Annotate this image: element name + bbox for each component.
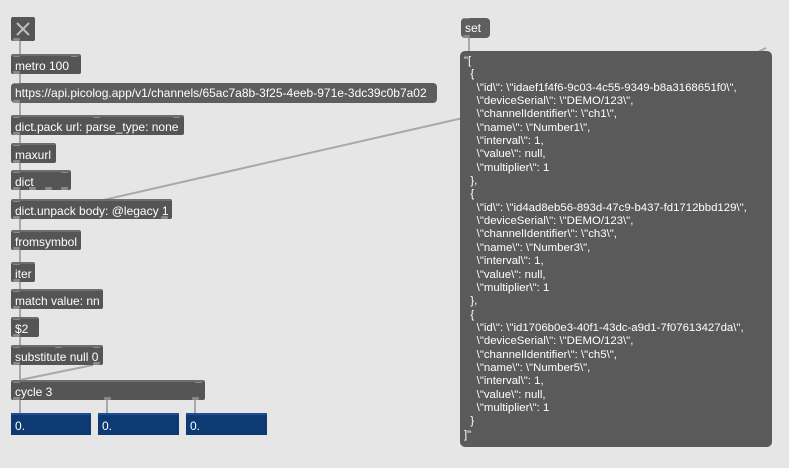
json-message-text: "[ { \"id\": \"idaef1f4f6-9c03-4c55-9349… — [464, 55, 747, 441]
number-box[interactable]: 0. — [186, 413, 267, 435]
message-text: https://api.picolog.app/v1/channels/65ac… — [15, 86, 427, 100]
url-message-box[interactable]: https://api.picolog.app/v1/channels/65ac… — [11, 83, 437, 103]
object-label: match value: nn — [15, 294, 100, 308]
object-label: maxurl — [15, 148, 52, 162]
set-message-box[interactable]: set — [461, 18, 490, 38]
outlet[interactable] — [13, 216, 20, 219]
outlet[interactable] — [192, 397, 199, 400]
iter-object[interactable]: iter — [11, 262, 35, 282]
object-label: iter — [15, 267, 32, 281]
object-label: $2 — [15, 322, 29, 336]
inlet[interactable] — [13, 117, 20, 118]
object-label: substitute null 0 — [15, 350, 99, 364]
object-label: fromsymbol — [15, 235, 78, 249]
inlet[interactable] — [13, 382, 20, 383]
outlet[interactable] — [13, 362, 20, 365]
outlet[interactable] — [13, 247, 20, 250]
metro-object[interactable]: metro 100 — [11, 54, 81, 74]
outlet[interactable] — [104, 397, 111, 400]
inlet[interactable] — [13, 56, 20, 57]
outlet[interactable] — [13, 306, 20, 309]
number-box[interactable]: 0. — [11, 413, 91, 435]
outlet[interactable] — [13, 132, 20, 135]
inlet[interactable] — [195, 382, 202, 383]
object-label: cycle 3 — [15, 385, 53, 399]
dict-object[interactable]: dict — [11, 170, 71, 190]
outlet[interactable] — [13, 38, 20, 41]
number-value: 0. — [15, 419, 26, 433]
patch-cord[interactable] — [19, 364, 94, 381]
outlet[interactable] — [13, 397, 20, 400]
substitute-object[interactable]: substitute null 0 — [11, 345, 103, 365]
inlet[interactable] — [13, 83, 20, 84]
message-text: set — [465, 21, 482, 35]
outlet[interactable] — [29, 187, 36, 190]
number-box[interactable]: 0. — [98, 413, 179, 435]
object-label: dict.pack url: parse_type: none — [15, 120, 179, 134]
inlet[interactable] — [13, 201, 20, 202]
inlet[interactable] — [13, 145, 20, 146]
outlet[interactable] — [463, 35, 470, 38]
dollar-object[interactable]: $2 — [11, 317, 39, 337]
json-message-box[interactable]: "[ { \"id\": \"idaef1f4f6-9c03-4c55-9349… — [460, 51, 772, 447]
outlet[interactable] — [13, 334, 20, 337]
dict-pack-object[interactable]: dict.pack url: parse_type: none — [11, 115, 184, 135]
object-label: dict.unpack body: @legacy 1 — [15, 204, 169, 218]
inlet[interactable] — [13, 232, 20, 233]
inlet[interactable] — [13, 172, 20, 173]
inlet[interactable] — [93, 117, 100, 118]
toggle-button[interactable] — [11, 17, 35, 41]
inlet[interactable] — [93, 347, 100, 348]
outlet[interactable] — [45, 187, 52, 190]
number-value: 0. — [102, 419, 113, 433]
inlet[interactable] — [463, 18, 470, 19]
outlet[interactable] — [13, 100, 20, 103]
inlet[interactable] — [61, 172, 68, 173]
outlet[interactable] — [161, 216, 168, 219]
inlet[interactable] — [13, 264, 20, 265]
match-object[interactable]: match value: nn — [11, 289, 103, 309]
inlet[interactable] — [13, 347, 20, 348]
outlet[interactable] — [13, 71, 20, 74]
object-label: metro 100 — [15, 59, 70, 73]
x-toggle-icon — [16, 22, 30, 36]
dict-unpack-object[interactable]: dict.unpack body: @legacy 1 — [11, 199, 172, 219]
inlet[interactable] — [71, 56, 78, 57]
inlet[interactable] — [173, 117, 180, 118]
inlet[interactable] — [13, 319, 20, 320]
outlet[interactable] — [61, 187, 68, 190]
inlet[interactable] — [55, 347, 62, 348]
maxurl-object[interactable]: maxurl — [11, 143, 56, 163]
inlet[interactable] — [13, 291, 20, 292]
cycle-object[interactable]: cycle 3 — [11, 380, 205, 400]
outlet[interactable] — [13, 187, 20, 190]
outlet[interactable] — [93, 362, 100, 365]
object-label: dict — [15, 175, 34, 189]
outlet[interactable] — [13, 160, 20, 163]
outlet[interactable] — [13, 279, 20, 282]
fromsymbol-object[interactable]: fromsymbol — [11, 230, 81, 250]
number-value: 0. — [190, 419, 201, 433]
